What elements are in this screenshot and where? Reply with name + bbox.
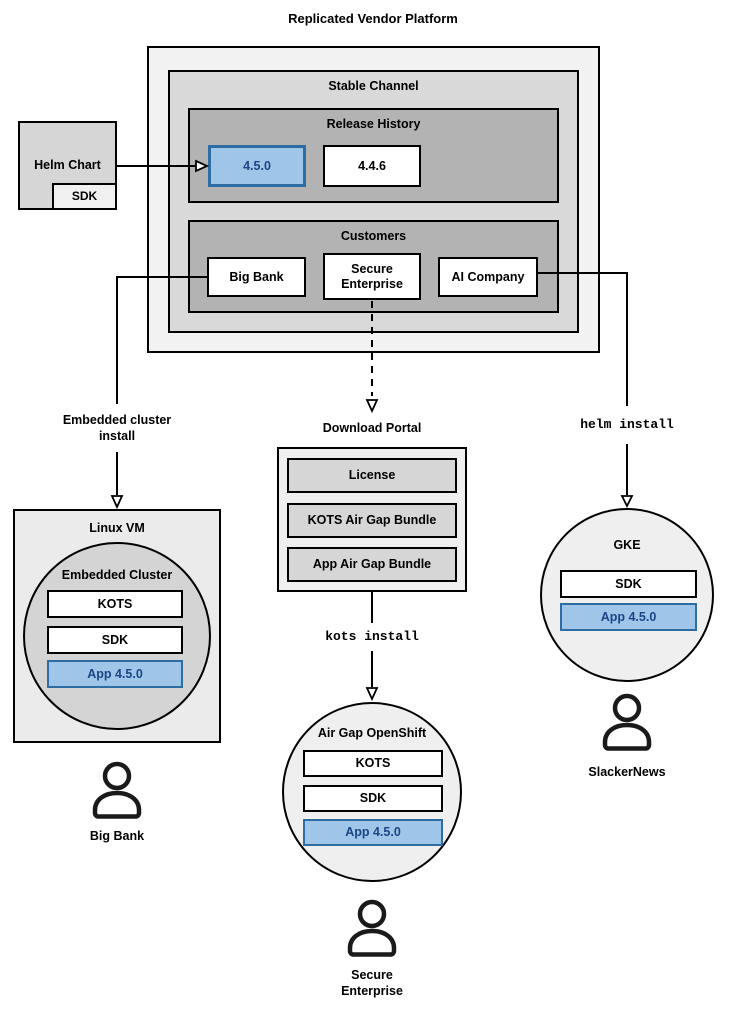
customer-big-bank: Big Bank — [207, 257, 306, 297]
release-4-4-6: 4.4.6 — [323, 145, 421, 187]
openshift-app-box: App 4.5.0 — [303, 819, 443, 846]
stable-channel-label: Stable Channel — [328, 79, 419, 93]
customer-ai-company: AI Company — [438, 257, 538, 297]
customers-label: Customers — [340, 229, 407, 243]
openshift-sdk-box: SDK — [303, 785, 443, 812]
gke-sdk-box: SDK — [560, 570, 697, 598]
portal-app-bundle-box: App Air Gap Bundle — [287, 547, 457, 582]
slackernews-user-label: SlackerNews — [588, 765, 666, 779]
linux-vm-sdk-box: SDK — [47, 626, 183, 654]
secure-enterprise-user-label: Secure Enterprise — [341, 968, 403, 998]
helm-chart-label: Helm Chart — [34, 158, 101, 172]
diagram-title: Replicated Vendor Platform — [288, 11, 458, 26]
big-bank-person-icon — [92, 761, 142, 819]
portal-license-box: License — [287, 458, 457, 493]
release-history-label: Release History — [326, 117, 421, 131]
linux-vm-title: Linux VM — [89, 521, 145, 535]
arrowhead-into-linux-vm — [110, 495, 124, 510]
linux-vm-kots-box: KOTS — [47, 590, 183, 618]
arrowhead-into-openshift — [365, 687, 379, 702]
arrowhead-into-download-portal — [365, 399, 379, 414]
slackernews-person-icon — [602, 693, 652, 751]
embedded-cluster-title: Embedded Cluster — [61, 568, 173, 582]
portal-kots-bundle-box: KOTS Air Gap Bundle — [287, 503, 457, 538]
linux-vm-app-box: App 4.5.0 — [47, 660, 183, 688]
arrowhead-into-gke — [620, 495, 634, 509]
gke-app-box: App 4.5.0 — [560, 603, 697, 631]
release-4-5-0: 4.5.0 — [208, 145, 306, 187]
download-portal-title: Download Portal — [322, 421, 422, 435]
helm-chart-sdk-box: SDK — [52, 183, 117, 210]
openshift-kots-box: KOTS — [303, 750, 443, 777]
customer-secure-enterprise: Secure Enterprise — [323, 253, 421, 300]
secure-enterprise-person-icon — [347, 899, 397, 957]
kots-install-label: kots install — [325, 629, 419, 644]
air-gap-openshift-title: Air Gap OpenShift — [317, 726, 427, 740]
helm-install-label: helm install — [580, 417, 674, 432]
gke-title: GKE — [613, 538, 641, 552]
embedded-install-label: Embedded cluster install — [62, 413, 172, 443]
big-bank-user-label: Big Bank — [89, 829, 145, 843]
